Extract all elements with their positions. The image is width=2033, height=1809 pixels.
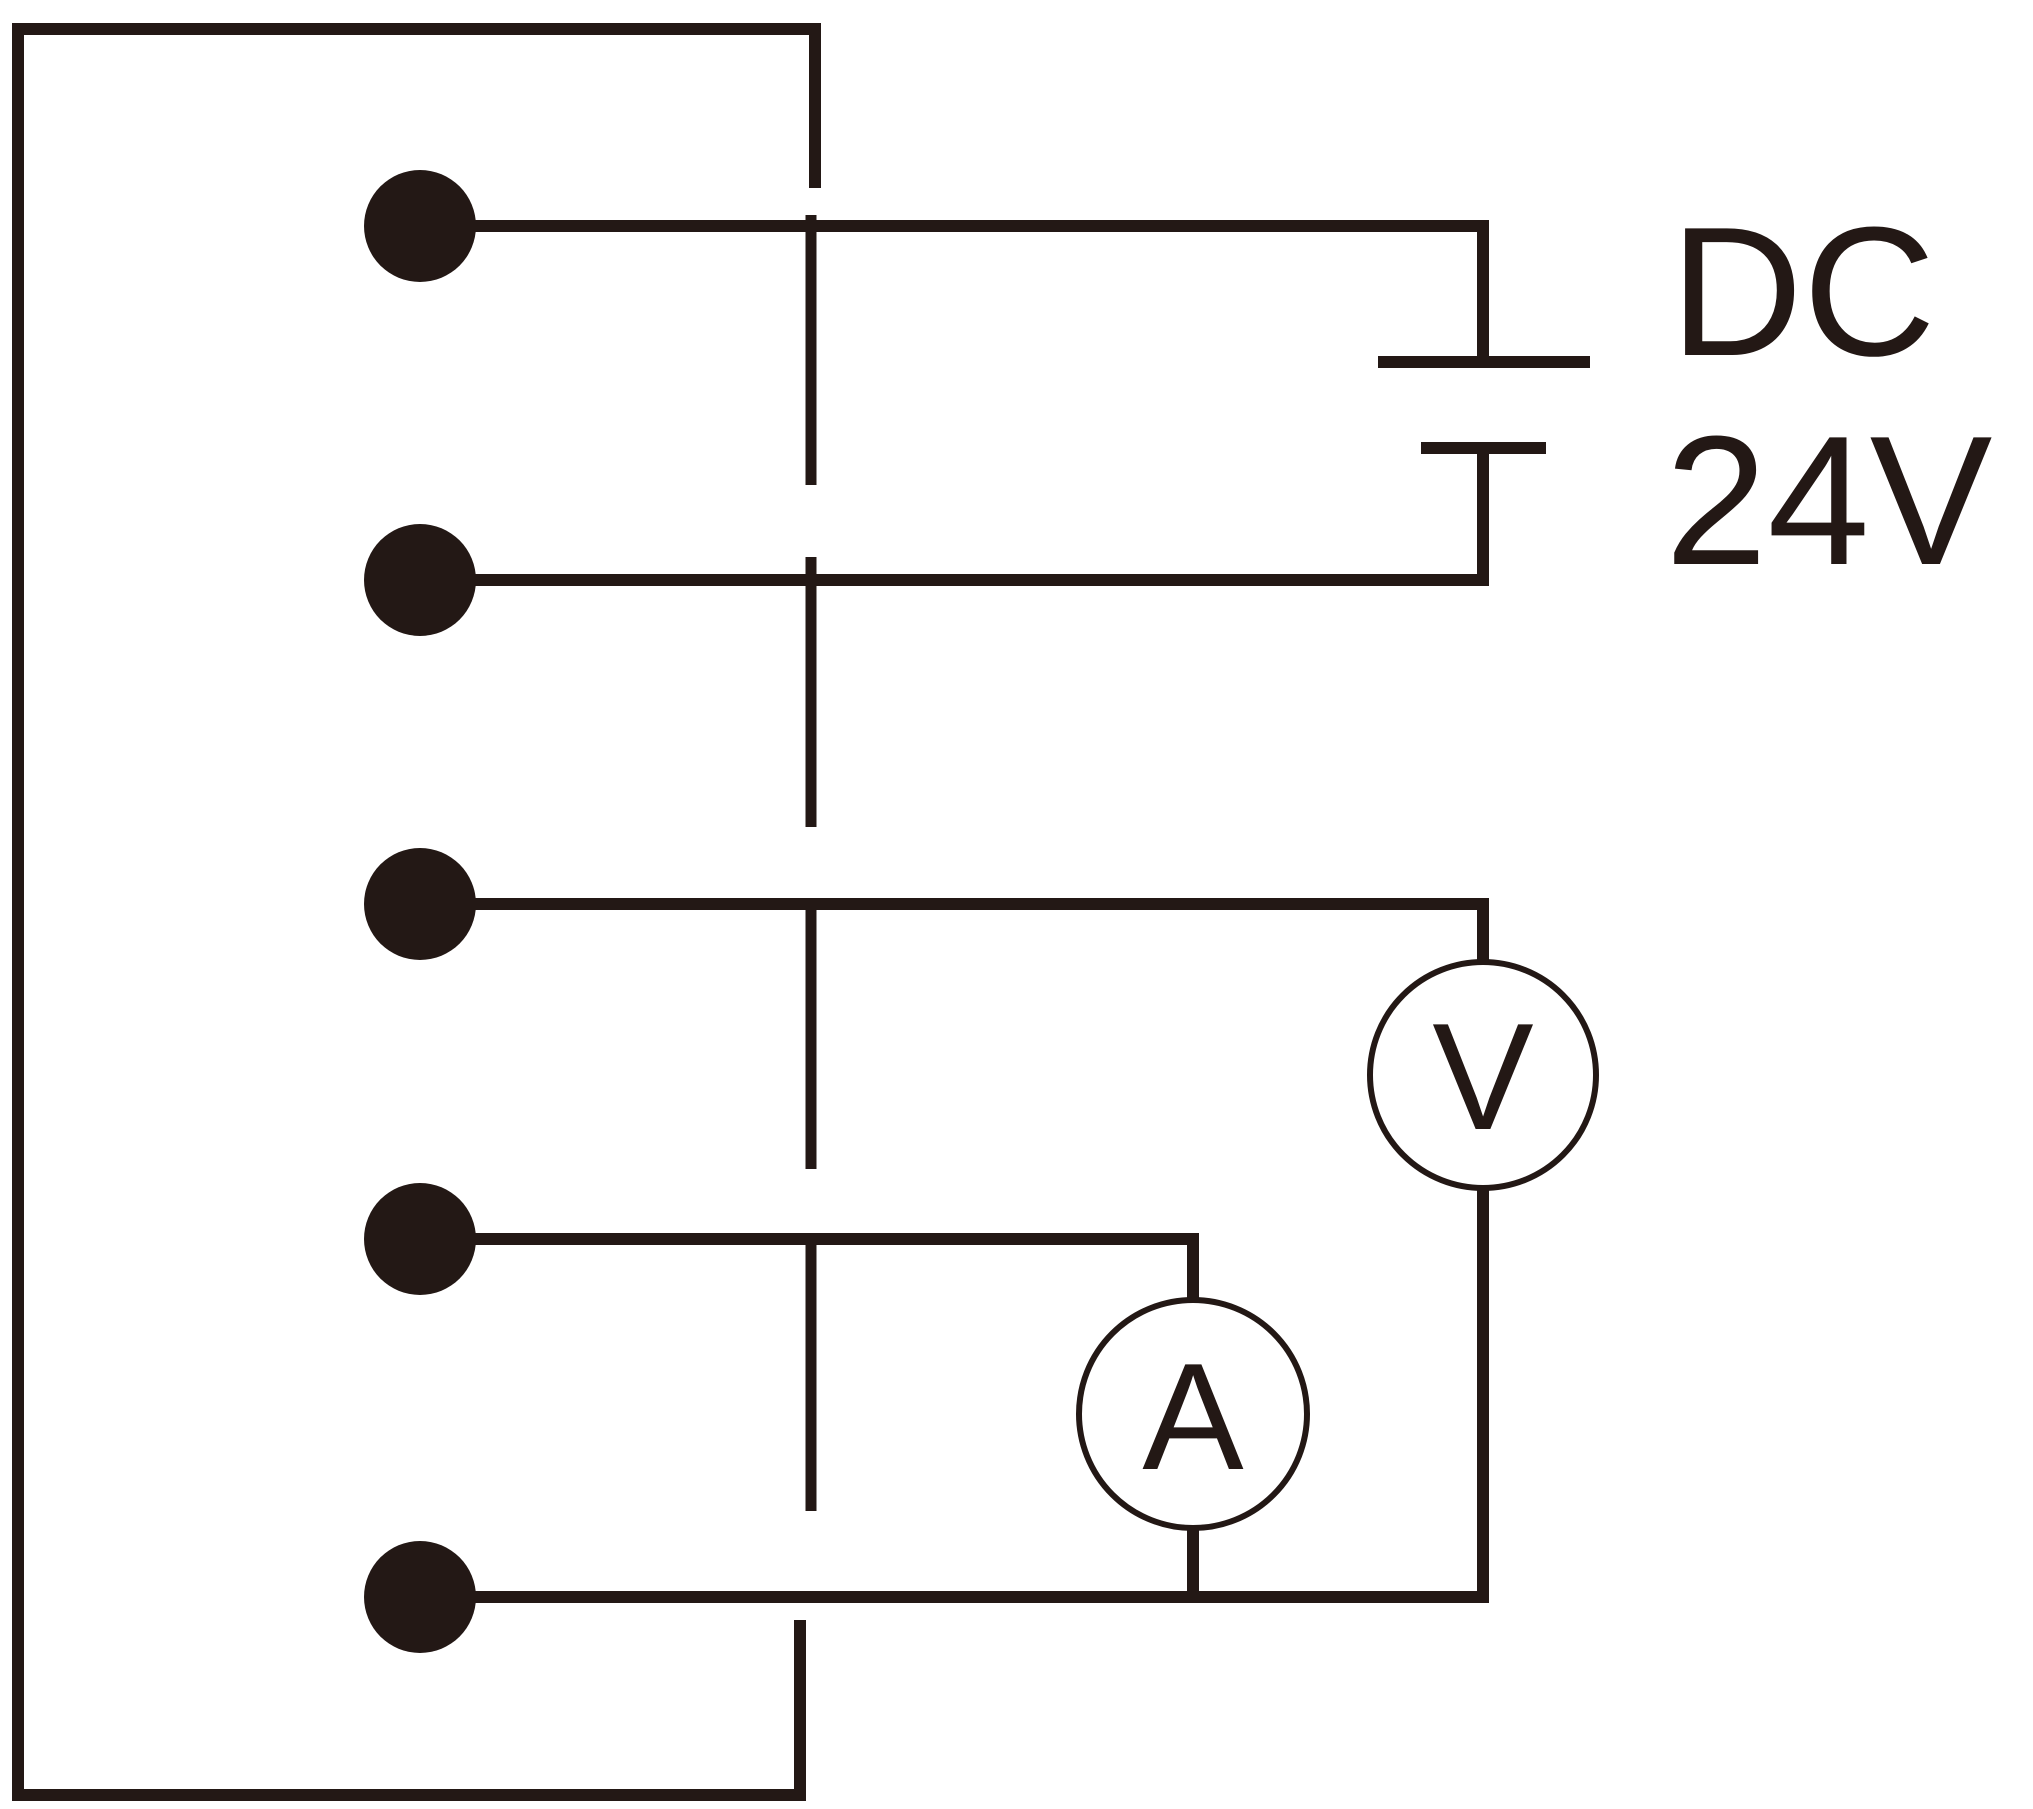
voltmeter-symbol: V [1432, 992, 1533, 1162]
supply-type-label: DC [1670, 188, 1936, 394]
supply-negative-wire [420, 448, 1489, 586]
voltmeter-top-wire [420, 898, 1489, 965]
supply-voltage-label: 24V [1665, 397, 1992, 603]
ammeter-top-wire [420, 1233, 1199, 1300]
device-enclosure [12, 23, 821, 1801]
ammeter-symbol: A [1142, 1332, 1244, 1502]
supply-positive-wire [420, 220, 1489, 358]
